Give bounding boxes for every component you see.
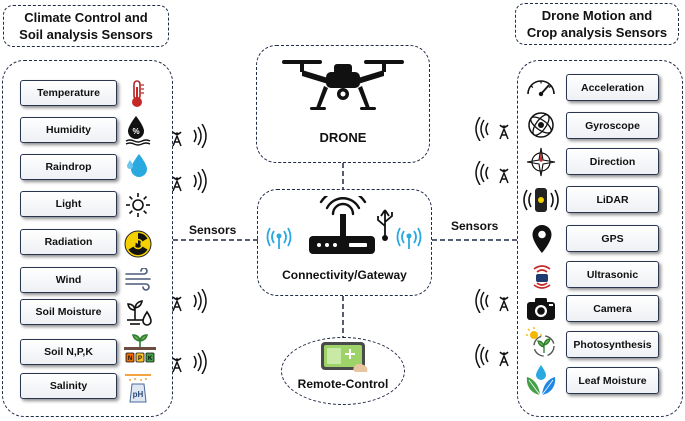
drone-panel bbox=[256, 45, 430, 163]
antenna-signal-icon bbox=[475, 289, 509, 313]
salinity-ph-icon: pH bbox=[125, 374, 151, 403]
thermometer-icon bbox=[132, 80, 144, 107]
sensor-radiation[interactable]: Radiation bbox=[20, 229, 117, 255]
wifi-left-icon bbox=[266, 227, 292, 249]
percent-label: % bbox=[132, 127, 139, 136]
sensor-ultrasonic[interactable]: Ultrasonic bbox=[566, 261, 659, 288]
svg-text:K: K bbox=[148, 356, 153, 362]
right-group-title-line2: Crop analysis Sensors bbox=[526, 25, 668, 40]
sensor-soil-moisture[interactable]: Soil Moisture bbox=[20, 299, 117, 325]
wind-icon bbox=[125, 268, 151, 291]
sensor-salinity[interactable]: Salinity bbox=[20, 373, 117, 399]
wifi-right-icon bbox=[396, 227, 422, 249]
sensor-gyroscope[interactable]: Gyroscope bbox=[566, 112, 659, 139]
gateway-label: Connectivity/Gateway bbox=[282, 268, 407, 282]
sensor-lidar[interactable]: LiDAR bbox=[566, 186, 659, 213]
compass-icon bbox=[526, 147, 556, 177]
antenna-signal-icon bbox=[475, 161, 509, 185]
remote-label: Remote-Control bbox=[297, 377, 389, 391]
npk-plant-icon: N P K bbox=[124, 334, 156, 363]
sensor-direction[interactable]: Direction bbox=[566, 148, 659, 175]
antenna-signal-icon bbox=[172, 350, 207, 374]
antenna-signal-icon bbox=[475, 344, 509, 368]
leaf-moisture-icon bbox=[526, 365, 556, 396]
sensor-acceleration[interactable]: Acceleration bbox=[566, 74, 659, 101]
sensor-light[interactable]: Light bbox=[20, 191, 117, 217]
humidity-drop-icon: % bbox=[125, 116, 151, 146]
soil-moisture-icon bbox=[127, 300, 152, 326]
sensor-humidity[interactable]: Humidity bbox=[20, 117, 117, 143]
sensor-photosynthesis[interactable]: Photosynthesis bbox=[566, 331, 659, 358]
smartphone-remote-icon bbox=[321, 342, 368, 372]
sun-icon bbox=[126, 193, 150, 217]
sensors-left-label: Sensors bbox=[189, 223, 237, 237]
sensor-leaf-moisture[interactable]: Leaf Moisture bbox=[566, 367, 659, 394]
sensor-camera[interactable]: Camera bbox=[566, 295, 659, 322]
svg-text:N: N bbox=[128, 356, 132, 362]
left-group-title: Climate Control and Soil analysis Sensor… bbox=[3, 5, 169, 47]
router-icon bbox=[309, 196, 393, 254]
speedometer-icon bbox=[527, 80, 555, 97]
gateway-panel bbox=[257, 189, 432, 296]
antenna-signal-icon bbox=[172, 169, 207, 193]
sensors-right-label: Sensors bbox=[451, 219, 499, 233]
sensor-temperature[interactable]: Temperature bbox=[20, 80, 117, 106]
radiation-icon bbox=[124, 230, 152, 258]
camera-icon bbox=[527, 298, 555, 320]
raindrop-icon bbox=[127, 154, 147, 177]
right-sensor-panel bbox=[517, 60, 683, 417]
drone-icon bbox=[282, 60, 404, 110]
antenna-signal-icon bbox=[172, 124, 207, 148]
sensor-soil-npk[interactable]: Soil N,P,K bbox=[20, 339, 117, 365]
left-group-title-line2: Soil analysis Sensors bbox=[19, 27, 153, 42]
ph-label: pH bbox=[133, 390, 144, 399]
gyroscope-icon bbox=[528, 112, 554, 138]
lidar-icon bbox=[523, 188, 559, 212]
right-group-title: Drone Motion and Crop analysis Sensors bbox=[515, 3, 679, 45]
svg-text:P: P bbox=[138, 356, 142, 362]
left-sensor-panel bbox=[2, 60, 173, 417]
photosynthesis-icon bbox=[526, 327, 555, 357]
left-group-title-line1: Climate Control and bbox=[24, 10, 148, 25]
sensor-raindrop[interactable]: Raindrop bbox=[20, 154, 117, 180]
location-pin-icon bbox=[532, 225, 552, 253]
sensor-wind[interactable]: Wind bbox=[20, 267, 117, 293]
antenna-signal-icon bbox=[475, 117, 509, 141]
antenna-signal-icon bbox=[172, 289, 207, 313]
drone-label: DRONE bbox=[319, 130, 367, 145]
sensor-gps[interactable]: GPS bbox=[566, 225, 659, 252]
ultrasonic-icon bbox=[533, 265, 551, 289]
remote-panel bbox=[281, 337, 405, 405]
right-group-title-line1: Drone Motion and bbox=[541, 8, 653, 23]
